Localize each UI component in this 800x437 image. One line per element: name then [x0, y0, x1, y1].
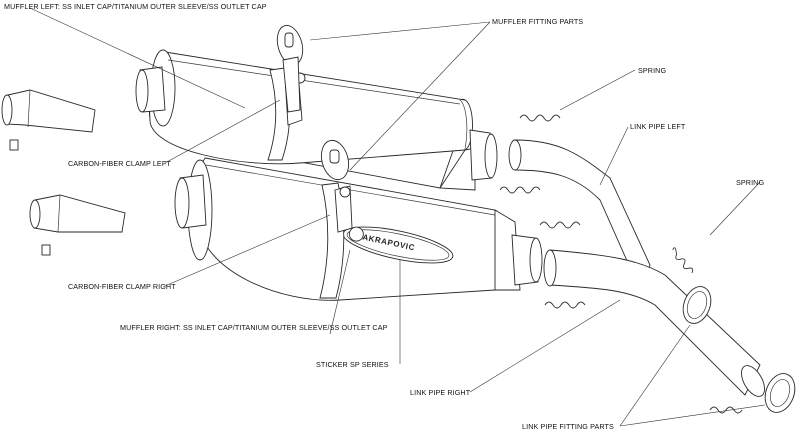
label-muffler-fitting-parts: MUFFLER FITTING PARTS — [492, 17, 584, 26]
label-link-pipe-right: LINK PIPE RIGHT — [410, 388, 471, 397]
inlet-pipe-left — [1, 89, 96, 151]
link-pipe-right — [543, 249, 765, 397]
springs — [499, 114, 743, 414]
link-pipe-clamp-1 — [682, 286, 712, 324]
link-pipe-clamp-2 — [764, 373, 796, 413]
carbon-clamp-right — [319, 182, 353, 299]
muffler-left — [135, 49, 498, 191]
label-link-pipe-fitting-parts: LINK PIPE FITTING PARTS — [522, 422, 614, 431]
label-link-pipe-left: LINK PIPE LEFT — [630, 122, 686, 131]
muffler-fitting-bracket-middle — [320, 139, 351, 198]
label-muffler-left: MUFFLER LEFT: SS INLET CAP/TITANIUM OUTE… — [4, 2, 267, 11]
label-carbon-clamp-left: CARBON-FIBER CLAMP LEFT — [68, 159, 171, 168]
leader-lines — [29, 7, 766, 427]
label-spring-right: SPRING — [736, 178, 765, 187]
label-spring-top: SPRING — [638, 66, 667, 75]
sticker-sp-series — [342, 226, 454, 264]
label-sticker: STICKER SP SERIES — [316, 360, 389, 369]
label-muffler-right: MUFFLER RIGHT: SS INLET CAP/TITANIUM OUT… — [120, 323, 388, 332]
muffler-fitting-bracket-top — [276, 24, 306, 113]
muffler-right — [174, 157, 543, 301]
inlet-pipe-right — [29, 194, 126, 256]
label-carbon-clamp-right: CARBON-FIBER CLAMP RIGHT — [68, 282, 176, 291]
